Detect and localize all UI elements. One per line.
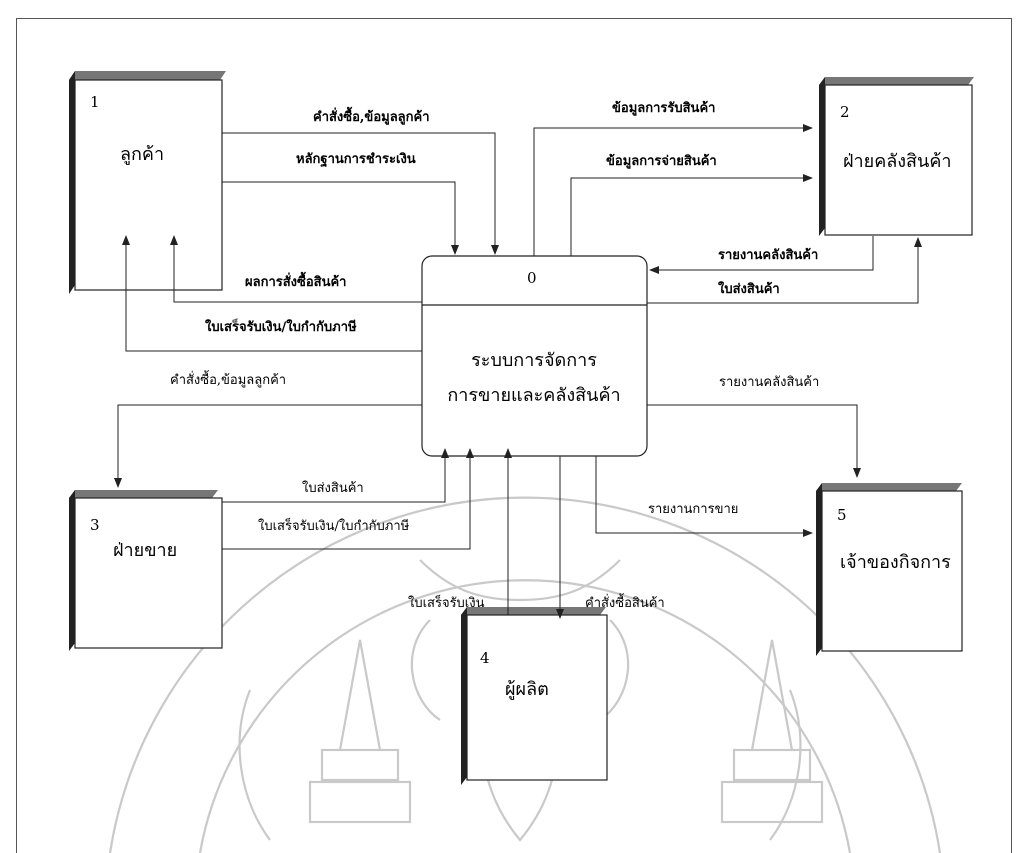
entity-producer: 4 ผู้ผลิต bbox=[461, 607, 608, 785]
entity-warehouse-name: ฝ่ายคลังสินค้า bbox=[843, 151, 952, 172]
entity-producer-name: ผู้ผลิต bbox=[505, 679, 549, 700]
flow-label-customer-order: คำสั่งซื้อ,ข้อมูลลูกค้า bbox=[313, 106, 430, 125]
flow-warehouse-sale: ข้อมูลการจ่ายสินค้า bbox=[570, 153, 813, 256]
entity-sales-number: 3 bbox=[90, 516, 100, 534]
flow-producer-receipt: ใบเสร็จรับเงิน bbox=[408, 448, 512, 615]
flow-label-sales-receipt: ใบเสร็จรับเงิน/ใบกำกับภาษี bbox=[258, 516, 410, 534]
entity-customer-name: ลูกค้า bbox=[120, 144, 164, 165]
process-name-line2: การขายและคลังสินค้า bbox=[447, 385, 620, 406]
flow-label-warehouse-delivery: ใบส่งสินค้า bbox=[718, 280, 780, 297]
flow-label-producer-receipt: ใบเสร็จรับเงิน bbox=[408, 593, 485, 611]
flow-warehouse-report: รายงานคลังสินค้า bbox=[649, 236, 874, 274]
flow-label-sales-order: คำสั่งซื้อ,ข้อมูลลูกค้า bbox=[170, 370, 286, 388]
entity-customer-number: 1 bbox=[90, 93, 100, 111]
entity-warehouse-number: 2 bbox=[840, 103, 850, 121]
flow-label-customer-receipt: ใบเสร็จรับเงิน/ใบกำกับภาษี bbox=[205, 317, 357, 335]
entity-sales-name: ฝ่ายขาย bbox=[113, 540, 177, 561]
flow-sales-receipt: ใบเสร็จรับเงิน/ใบกำกับภาษี bbox=[222, 448, 474, 550]
entity-producer-number: 4 bbox=[480, 649, 490, 667]
flow-label-sales-delivery: ใบส่งสินค้า bbox=[302, 480, 364, 496]
entity-owner: 5 เจ้าของกิจการ bbox=[816, 483, 963, 656]
entity-owner-number: 5 bbox=[837, 506, 847, 524]
entity-sales: 3 ฝ่ายขาย bbox=[69, 490, 223, 651]
flow-label-owner-sales-report: รายงานการขาย bbox=[648, 502, 738, 517]
flow-label-customer-result: ผลการสั่งซื้อสินค้า bbox=[245, 271, 346, 290]
diagram-frame bbox=[16, 18, 1012, 853]
flow-label-warehouse-report: รายงานคลังสินค้า bbox=[718, 247, 818, 263]
flow-warehouse-receive: ข้อมูลการรับสินค้า bbox=[533, 100, 813, 256]
flow-producer-order: คำสั่งซื้อสินค้า bbox=[556, 456, 665, 619]
entity-customer: 1 ลูกค้า bbox=[69, 71, 226, 294]
flow-owner-stock-report: รายงานคลังสินค้า bbox=[647, 375, 861, 478]
flow-owner-sales-report: รายงานการขาย bbox=[595, 456, 813, 537]
flow-label-warehouse-sale: ข้อมูลการจ่ายสินค้า bbox=[606, 153, 717, 169]
flow-customer-order: คำสั่งซื้อ,ข้อมูลลูกค้า bbox=[222, 106, 499, 255]
process-name-line1: ระบบการจัดการ bbox=[471, 350, 597, 371]
process-number: 0 bbox=[527, 269, 537, 287]
flow-sales-delivery: ใบส่งสินค้า bbox=[222, 448, 449, 503]
flow-label-owner-stock-report: รายงานคลังสินค้า bbox=[719, 375, 819, 390]
flow-sales-order: คำสั่งซื้อ,ข้อมูลลูกค้า bbox=[114, 370, 422, 488]
process-0: 0 ระบบการจัดการ การขายและคลังสินค้า bbox=[421, 255, 648, 457]
flow-warehouse-delivery: ใบส่งสินค้า bbox=[647, 237, 922, 304]
flow-customer-payment: หลักฐานการชำระเงิน bbox=[222, 151, 459, 255]
flow-customer-receipt: ใบเสร็จรับเงิน/ใบกำกับภาษี bbox=[122, 235, 422, 352]
flow-label-customer-payment: หลักฐานการชำระเงิน bbox=[296, 151, 416, 168]
flow-customer-result: ผลการสั่งซื้อสินค้า bbox=[170, 235, 422, 303]
entity-warehouse: 2 ฝ่ายคลังสินค้า bbox=[819, 77, 974, 236]
flow-label-producer-order: คำสั่งซื้อสินค้า bbox=[585, 593, 665, 611]
entity-owner-name: เจ้าของกิจการ bbox=[840, 552, 951, 573]
flow-label-warehouse-receive: ข้อมูลการรับสินค้า bbox=[612, 100, 715, 116]
